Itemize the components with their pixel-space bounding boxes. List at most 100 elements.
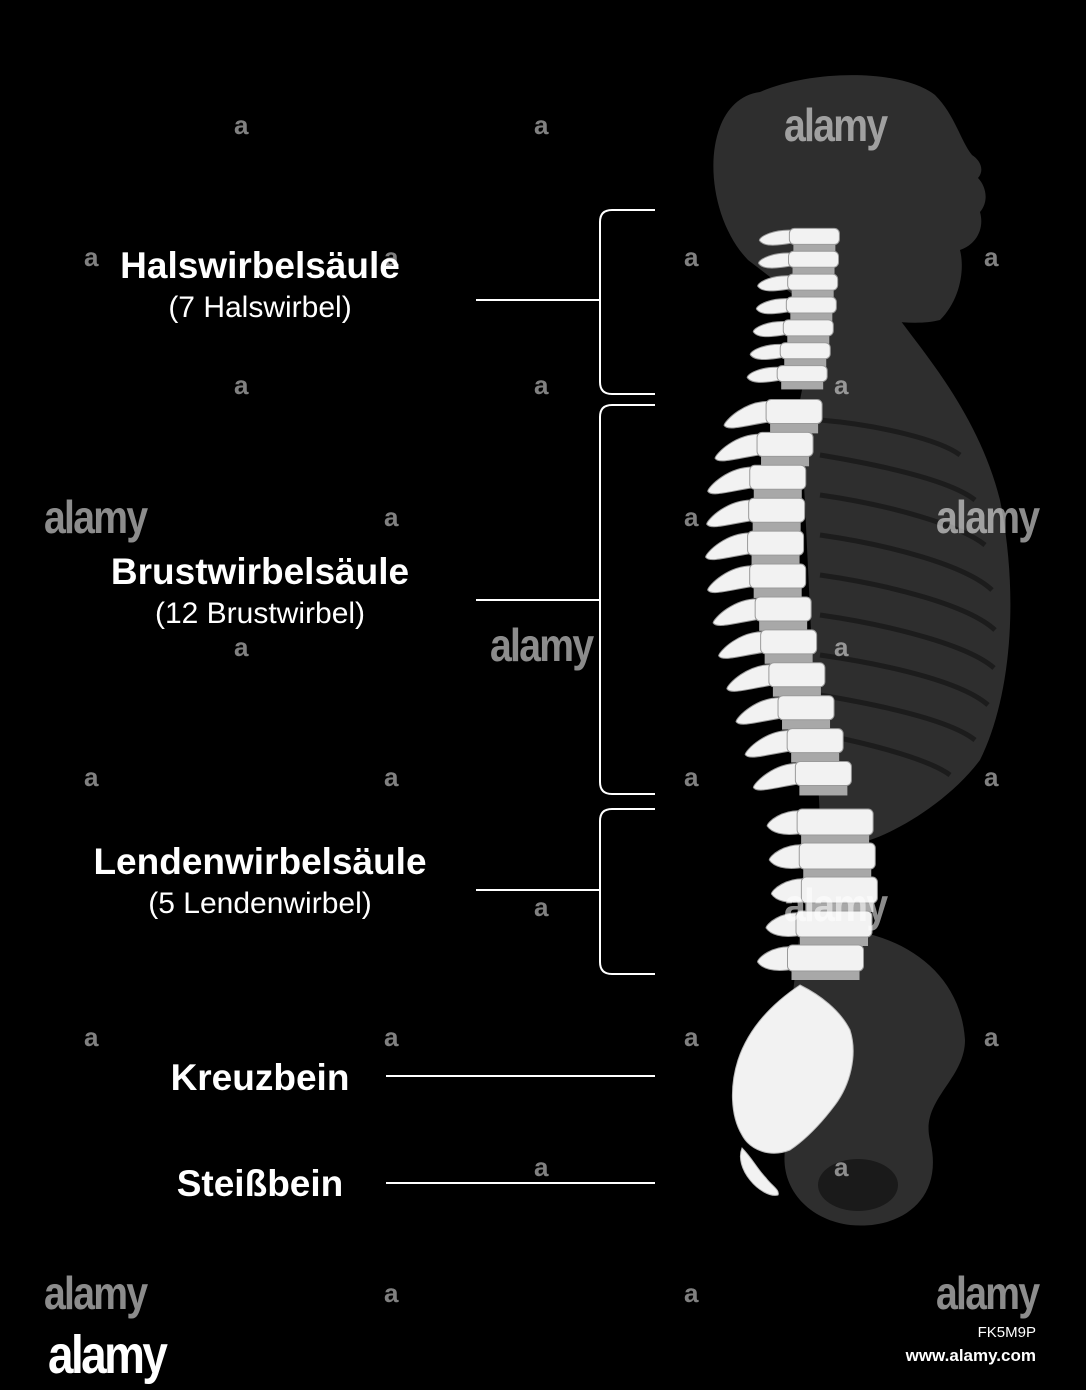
label-thoracic-title: Brustwirbelsäule bbox=[110, 551, 410, 592]
label-thoracic: Brustwirbelsäule (12 Brustwirbel) bbox=[60, 550, 460, 634]
intervertebral-disc bbox=[791, 751, 840, 763]
lumbar-vertebra bbox=[795, 910, 873, 938]
cervical-vertebra bbox=[779, 342, 831, 360]
sacrum-coccyx bbox=[731, 984, 854, 1196]
vertebra-process bbox=[712, 598, 762, 626]
thoracic-vertebra bbox=[756, 431, 814, 457]
lumbar-vertebra bbox=[798, 842, 876, 870]
vertebra-process bbox=[705, 532, 755, 561]
sacrum bbox=[731, 984, 854, 1154]
intervertebral-disc bbox=[805, 902, 874, 912]
thoracic-vertebra bbox=[794, 761, 852, 787]
cervical-vertebra bbox=[776, 365, 828, 383]
thoracic-vertebra bbox=[754, 596, 812, 622]
spine-artwork bbox=[386, 75, 1011, 1226]
intervertebral-disc bbox=[800, 936, 868, 946]
intervertebral-disc bbox=[787, 334, 830, 344]
alamy-logo: alamy bbox=[48, 1325, 168, 1385]
cervical-vertebra bbox=[785, 296, 837, 314]
label-coccyx-title: Steißbein bbox=[176, 1163, 344, 1204]
vertebra-process bbox=[707, 565, 757, 594]
vertebra-process bbox=[768, 844, 806, 869]
vertebra-process bbox=[735, 697, 785, 725]
cervical-vertebra bbox=[788, 227, 840, 245]
intervertebral-disc bbox=[753, 587, 802, 598]
intervertebral-disc bbox=[770, 422, 819, 434]
ribs bbox=[819, 417, 997, 778]
intervertebral-disc bbox=[791, 970, 860, 980]
bracket-lumbar bbox=[599, 808, 655, 975]
thoracic-vertebra bbox=[747, 530, 805, 556]
vertebra-process bbox=[707, 466, 757, 495]
intervertebral-disc bbox=[753, 488, 802, 500]
vertebra-process bbox=[749, 343, 787, 360]
footer-bar: alamy FK5M9P www.alamy.com bbox=[0, 1320, 1086, 1390]
intervertebral-disc bbox=[793, 243, 836, 253]
intervertebral-disc bbox=[781, 380, 824, 390]
vertebra-process bbox=[726, 664, 776, 692]
vertebra-process bbox=[744, 730, 794, 758]
vertebra-process bbox=[752, 763, 802, 791]
region-brackets bbox=[386, 209, 655, 1184]
vertebra-process bbox=[723, 400, 773, 429]
image-id: FK5M9P bbox=[977, 1324, 1036, 1341]
intervertebral-disc bbox=[791, 289, 834, 298]
intervertebral-disc bbox=[752, 521, 801, 533]
lumbar-vertebra bbox=[787, 944, 864, 972]
intervertebral-disc bbox=[790, 312, 833, 321]
label-cervical: Halswirbelsäule (7 Halswirbel) bbox=[60, 244, 460, 328]
label-sacrum-title: Kreuzbein bbox=[170, 1057, 350, 1098]
vertebra-process bbox=[718, 631, 768, 659]
vertebra-process bbox=[758, 229, 796, 246]
bracket-cervical bbox=[599, 209, 655, 395]
intervertebral-disc bbox=[761, 455, 810, 467]
vertebra-process bbox=[756, 946, 794, 971]
thoracic-vertebra bbox=[749, 464, 807, 490]
label-coccyx: Steißbein bbox=[140, 1162, 380, 1206]
thoracic-vertebra bbox=[749, 563, 807, 589]
label-sacrum: Kreuzbein bbox=[140, 1056, 380, 1100]
label-cervical-title: Halswirbelsäule bbox=[120, 245, 400, 286]
intervertebral-disc bbox=[759, 619, 808, 631]
intervertebral-disc bbox=[772, 685, 821, 697]
coccyx bbox=[739, 1147, 779, 1196]
intervertebral-disc bbox=[782, 718, 831, 730]
thoracic-vertebra bbox=[768, 662, 826, 688]
intervertebral-disc bbox=[803, 868, 872, 878]
cervical-vertebra bbox=[787, 273, 839, 291]
thoracic-vertebra bbox=[765, 398, 823, 424]
intervertebral-disc bbox=[751, 554, 800, 566]
label-lumbar: Lendenwirbelsäule (5 Lendenwirbel) bbox=[58, 840, 462, 924]
label-lumbar-subtitle: (5 Lendenwirbel) bbox=[148, 887, 372, 920]
thoracic-vertebra bbox=[748, 497, 806, 523]
vertebra-process bbox=[714, 433, 764, 462]
spine-diagram: Halswirbelsäule (7 Halswirbel) Brustwirb… bbox=[44, 75, 1041, 1318]
site-url[interactable]: www.alamy.com bbox=[905, 1346, 1036, 1365]
vertebra-process bbox=[746, 366, 784, 383]
intervertebral-disc bbox=[801, 834, 870, 844]
cervical-vertebra bbox=[788, 250, 840, 268]
vertebra-process bbox=[765, 912, 803, 937]
vertebra-process bbox=[706, 499, 756, 528]
vertebra-process bbox=[752, 321, 790, 338]
intervertebral-disc bbox=[799, 784, 848, 796]
cervical-vertebra bbox=[782, 319, 834, 337]
lumbar-vertebra bbox=[796, 808, 874, 836]
bracket-thoracic bbox=[599, 404, 655, 795]
vertebra-process bbox=[766, 810, 804, 835]
intervertebral-disc bbox=[764, 652, 813, 664]
thoracic-vertebra bbox=[760, 629, 818, 655]
vertebral-column bbox=[705, 227, 878, 980]
vertebra-process bbox=[758, 252, 796, 269]
label-cervical-subtitle: (7 Halswirbel) bbox=[168, 291, 352, 324]
vertebra-process bbox=[755, 298, 793, 315]
vertebra-process bbox=[770, 878, 808, 903]
lumbar-vertebra bbox=[800, 876, 878, 904]
label-thoracic-subtitle: (12 Brustwirbel) bbox=[154, 597, 366, 630]
vertebra-process bbox=[757, 275, 795, 292]
intervertebral-disc bbox=[784, 357, 827, 367]
intervertebral-disc bbox=[792, 266, 835, 276]
thoracic-vertebra bbox=[777, 695, 835, 721]
label-lumbar-title: Lendenwirbelsäule bbox=[93, 841, 427, 882]
thoracic-vertebra bbox=[786, 728, 844, 754]
